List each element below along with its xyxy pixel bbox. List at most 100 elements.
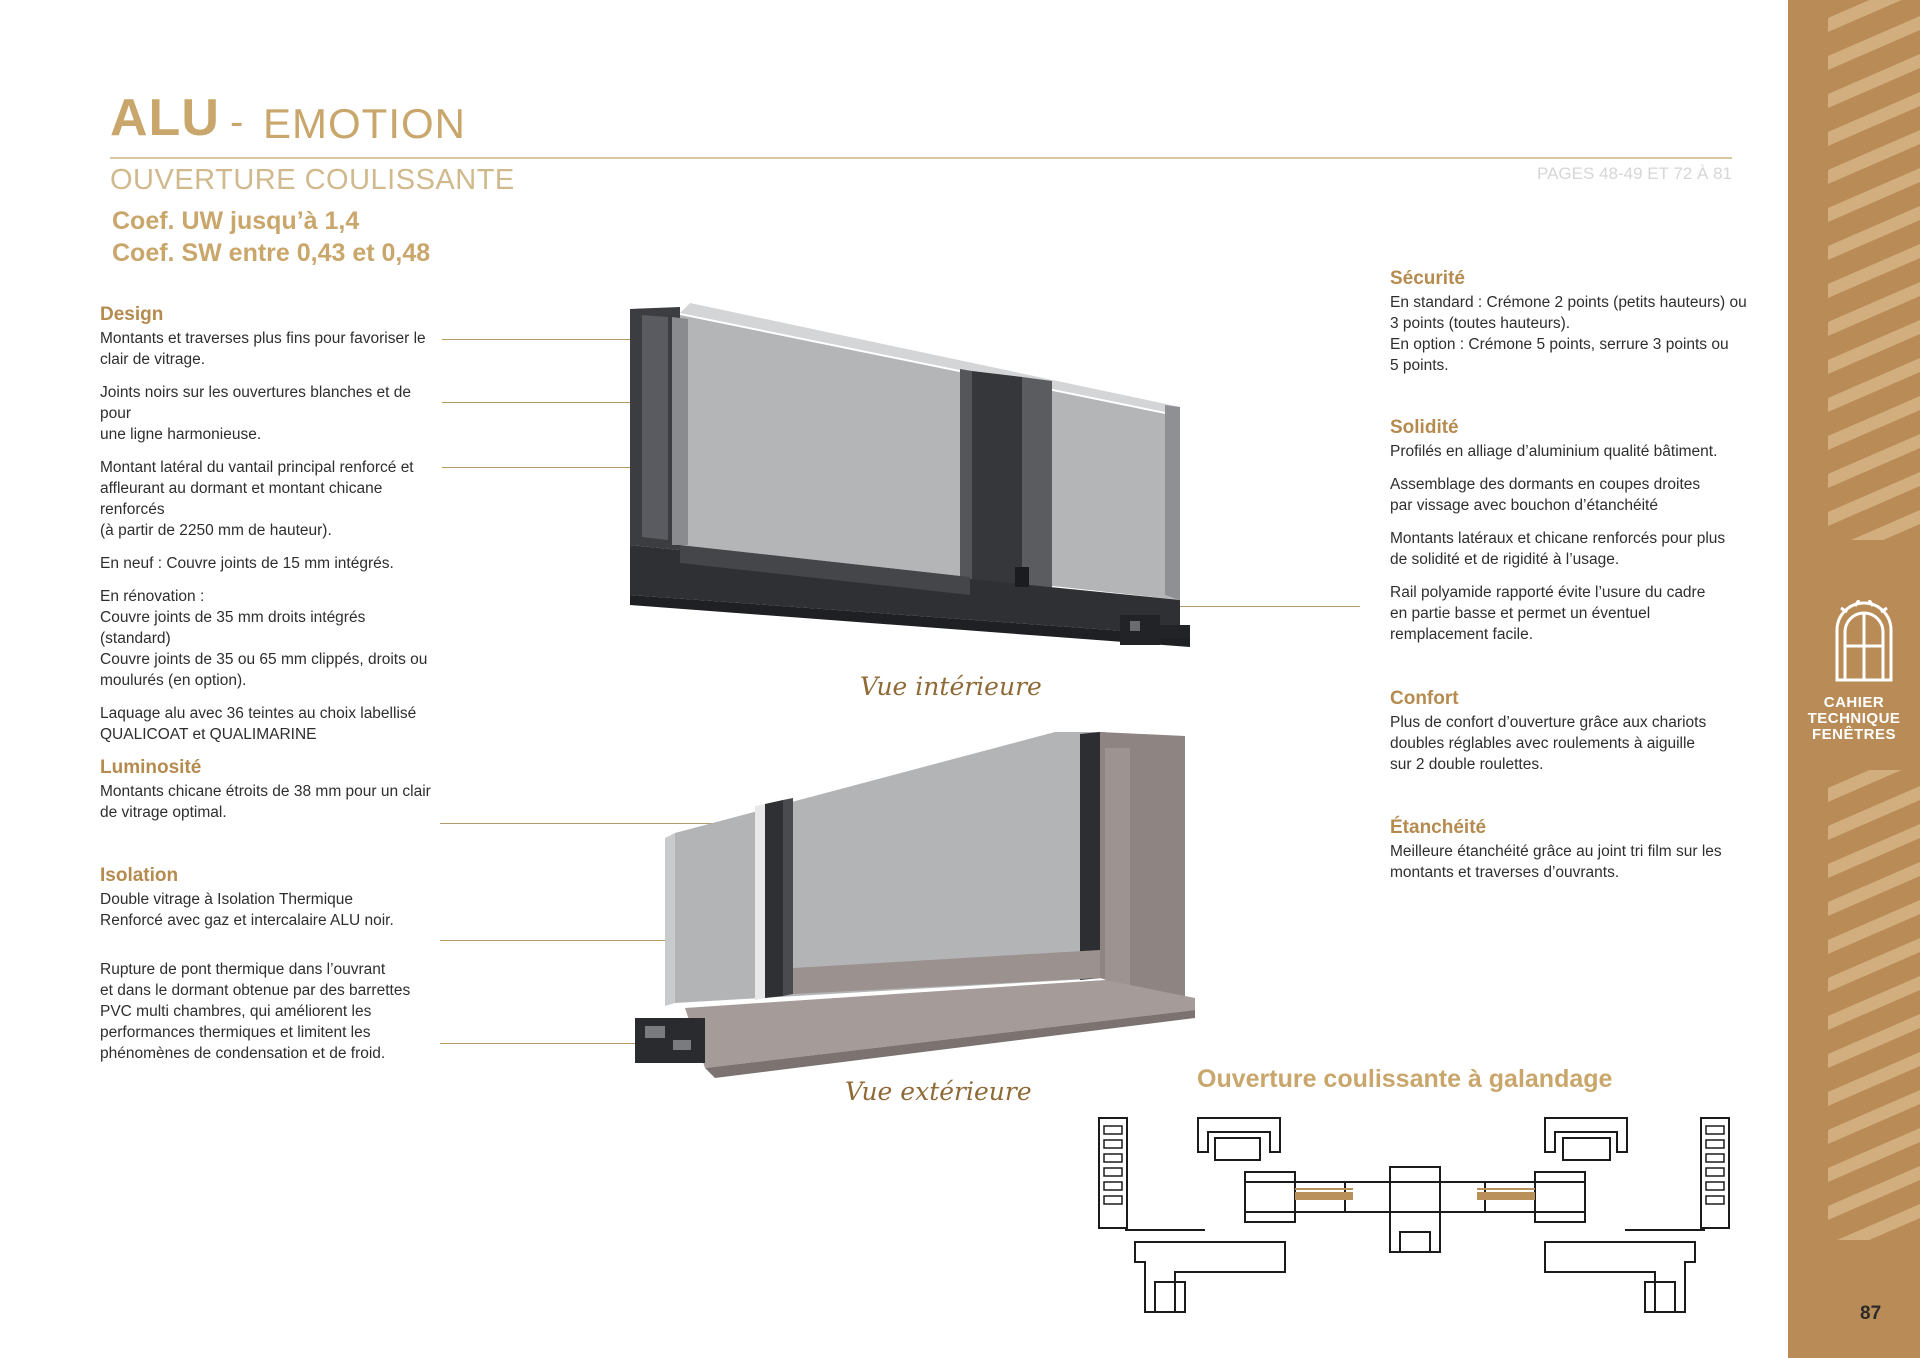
- isolation-paragraph: Rupture de pont thermique dans l’ouvrant…: [100, 959, 440, 1064]
- leader-line: [440, 940, 680, 941]
- band-stripe: [1828, 54, 1920, 108]
- design-section: Design Montants et traverses plus fins p…: [100, 304, 440, 745]
- page-title: ALU: [110, 89, 220, 147]
- leader-line: [440, 823, 810, 824]
- design-heading: Design: [100, 304, 164, 325]
- band-stripe: [1828, 434, 1920, 488]
- text-line: Plus de confort d’ouverture grâce aux ch…: [1390, 714, 1707, 731]
- band-stripe: [1828, 1014, 1920, 1068]
- text-line: doubles réglables avec roulements à aigu…: [1390, 735, 1696, 752]
- text-line: En option : Crémone 5 points, serrure 3 …: [1390, 336, 1729, 353]
- text-line: Profilés en alliage d’aluminium qualité …: [1390, 443, 1718, 460]
- text-line: par vissage avec bouchon d’étanchéité: [1390, 497, 1658, 514]
- text-line: PVC multi chambres, qui améliorent les: [100, 1003, 372, 1020]
- text-line: Double vitrage à Isolation Thermique: [100, 891, 354, 908]
- band-stripe: [1828, 1166, 1920, 1220]
- band-stripe: [1828, 938, 1920, 992]
- page-number: 87: [1860, 1303, 1882, 1324]
- etancheite-section: Étanchéité Meilleure étanchéité grâce au…: [1390, 817, 1750, 883]
- isolation-heading: Isolation: [100, 865, 179, 886]
- galandage-title: Ouverture coulissante à galandage: [1197, 1065, 1613, 1093]
- band-stripe: [1828, 1128, 1920, 1182]
- luminosite-heading: Luminosité: [100, 757, 202, 778]
- text-line: Rail polyamide rapporté évite l’usure du…: [1390, 584, 1706, 601]
- text-line: 3 points (toutes hauteurs).: [1390, 315, 1571, 332]
- side-band: CAHIER TECHNIQUE FENÊTRES: [1788, 0, 1920, 1358]
- text-line: Assemblage des dormants en coupes droite…: [1390, 476, 1701, 493]
- design-paragraph: En neuf : Couvre joints de 15 mm intégré…: [100, 553, 440, 574]
- solidite-section: Solidité Profilés en alliage d’aluminium…: [1390, 417, 1750, 645]
- text-line: En standard : Crémone 2 points (petits h…: [1390, 294, 1747, 311]
- text-line: Rupture de pont thermique dans l’ouvrant: [100, 961, 386, 978]
- text-line: Joints noirs sur les ouvertures blanches…: [100, 384, 412, 422]
- leader-line: [442, 339, 664, 340]
- solidite-paragraph: Assemblage des dormants en coupes droite…: [1390, 474, 1750, 516]
- text-line: Montant latéral du vantail principal ren…: [100, 459, 414, 476]
- text-line: Couvre joints de 35 mm droits intégrés (…: [100, 609, 366, 647]
- text-line: performances thermiques et limitent les: [100, 1024, 371, 1041]
- solidite-heading: Solidité: [1390, 417, 1459, 438]
- text-line: Couvre joints de 35 ou 65 mm clippés, dr…: [100, 651, 428, 668]
- text-line: moulurés (en option).: [100, 672, 247, 689]
- band-stripe: [1828, 206, 1920, 260]
- band-stripe: [1828, 862, 1920, 916]
- solidite-paragraph: Rail polyamide rapporté évite l’usure du…: [1390, 582, 1750, 645]
- text-line: en partie basse et permet un éventuel: [1390, 605, 1651, 622]
- band-stripe: [1851, 510, 1920, 540]
- text-line: montants et traverses d’ouvrants.: [1390, 864, 1620, 881]
- text-line: Meilleure étanchéité grâce au joint tri …: [1390, 843, 1722, 860]
- design-paragraph: Montants et traverses plus fins pour fav…: [100, 328, 440, 370]
- text-line: phénomènes de condensation et de froid.: [100, 1045, 386, 1062]
- band-stripe: [1828, 976, 1920, 1030]
- interior-caption: Vue intérieure: [860, 672, 1042, 701]
- band-label-line: FENÊTRES: [1811, 726, 1896, 743]
- isolation-section: Isolation Double vitrage à Isolation The…: [100, 865, 440, 1064]
- text-line: 5 points.: [1390, 357, 1449, 374]
- band-stripe: [1828, 92, 1920, 146]
- text-line: sur 2 double roulettes.: [1390, 756, 1544, 773]
- solidite-paragraph: Profilés en alliage d’aluminium qualité …: [1390, 441, 1750, 462]
- text-line: de vitrage optimal.: [100, 804, 227, 821]
- text-line: affleurant au dormant et montant chicane…: [100, 480, 383, 518]
- confort-section: Confort Plus de confort d’ouverture grâc…: [1390, 688, 1750, 775]
- band-label-line: CAHIER: [1823, 694, 1885, 711]
- band-stripe: [1828, 244, 1920, 298]
- header-rule: [110, 157, 1732, 159]
- leader-line: [1180, 606, 1360, 607]
- text-line: Renforcé avec gaz et intercalaire ALU no…: [100, 912, 394, 929]
- text-line: Montants chicane étroits de 38 mm pour u…: [100, 783, 431, 800]
- solidite-paragraph: Montants latéraux et chicane renforcés p…: [1390, 528, 1750, 570]
- text-line: et dans le dormant obtenue par des barre…: [100, 982, 411, 999]
- design-paragraph: Joints noirs sur les ouvertures blanches…: [100, 382, 440, 445]
- confort-paragraph: Plus de confort d’ouverture grâce aux ch…: [1390, 712, 1750, 775]
- product-name: EMOTION: [263, 100, 466, 147]
- interior-window-image: [630, 303, 1190, 647]
- text-line: QUALICOAT et QUALIMARINE: [100, 726, 317, 743]
- band-label-line: TECHNIQUE: [1807, 710, 1901, 727]
- isolation-paragraph: Double vitrage à Isolation Thermique Ren…: [100, 889, 440, 931]
- pages-reference: PAGES 48-49 ET 72 À 81: [1537, 164, 1732, 183]
- band-stripes-top: [1788, 0, 1920, 540]
- band-stripe: [1828, 786, 1920, 840]
- design-paragraph: En rénovation : Couvre joints de 35 mm d…: [100, 586, 440, 691]
- leader-line: [442, 402, 662, 403]
- text-line: Montants latéraux et chicane renforcés p…: [1390, 530, 1726, 547]
- band-stripe: [1828, 824, 1920, 878]
- securite-paragraph: En standard : Crémone 2 points (petits h…: [1390, 292, 1750, 376]
- band-stripe: [1828, 168, 1920, 222]
- band-stripes-bottom: [1788, 770, 1920, 1240]
- band-label: CAHIER TECHNIQUE FENÊTRES: [1788, 695, 1920, 743]
- text-line: clair de vitrage.: [100, 351, 206, 368]
- etancheite-paragraph: Meilleure étanchéité grâce au joint tri …: [1390, 841, 1750, 883]
- luminosite-section: Luminosité Montants chicane étroits de 3…: [100, 757, 440, 823]
- text-line: Montants et traverses plus fins pour fav…: [100, 330, 426, 347]
- subtitle: OUVERTURE COULISSANTE: [110, 164, 515, 196]
- text-line: de solidité et de rigidité à l’usage.: [1390, 551, 1620, 568]
- title-separator: -: [230, 100, 244, 144]
- band-stripe: [1828, 472, 1920, 526]
- coef-sw: Coef. SW entre 0,43 et 0,48: [112, 239, 431, 267]
- band-stripe: [1828, 358, 1920, 412]
- design-paragraph: Montant latéral du vantail principal ren…: [100, 457, 440, 541]
- luminosite-paragraph: Montants chicane étroits de 38 mm pour u…: [100, 781, 440, 823]
- band-stripe: [1828, 320, 1920, 374]
